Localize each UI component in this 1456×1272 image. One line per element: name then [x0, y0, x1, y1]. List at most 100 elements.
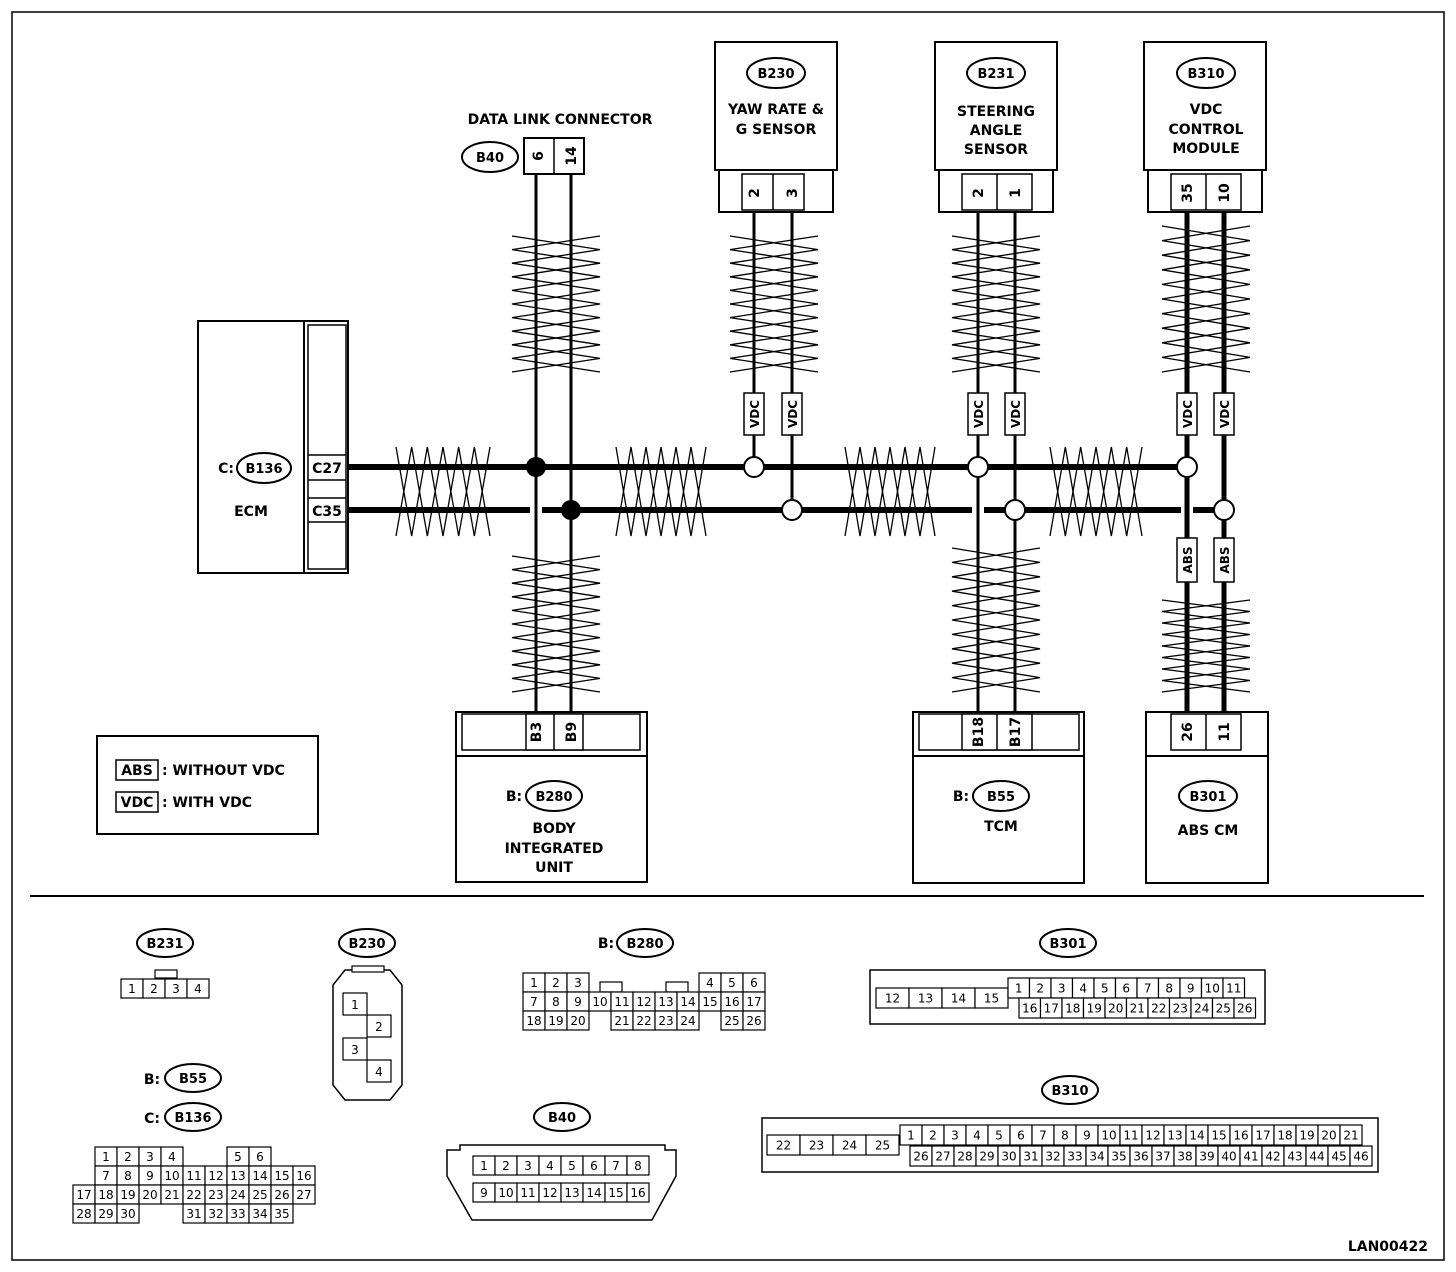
splice-steer-high [967, 456, 989, 478]
abs-name: ABS CM [1178, 823, 1239, 839]
tag-abs-11: ABS [1218, 546, 1232, 573]
conn-b310-pin-35: 35 [1111, 1150, 1126, 1164]
conn-b310-code: B310 [1051, 1084, 1088, 1099]
conn-b231-pin-3: 3 [172, 982, 180, 996]
conn-b55-pin-5: 5 [234, 1150, 242, 1164]
vdc-pin-10: 10 [1217, 183, 1233, 203]
conn-b301-pin-3: 3 [1058, 982, 1066, 996]
steer-code: B231 [977, 67, 1014, 82]
tag-vdc-vdc-10: VDC [1218, 400, 1232, 428]
wire-tag-labels: VDC VDC VDC VDC VDC VDC ABS ABS [748, 400, 1232, 574]
conn-b55-pin-34: 34 [252, 1207, 267, 1221]
conn-b280-pin-5: 5 [728, 976, 736, 990]
conn-b301-pin-1: 1 [1015, 982, 1023, 996]
abs-code: B301 [1189, 790, 1226, 805]
conn-b310-pin-38: 38 [1177, 1150, 1192, 1164]
conn-b280-pin-2: 2 [552, 976, 560, 990]
conn-b55-pin-4: 4 [168, 1150, 176, 1164]
conn-b310-pin-29: 29 [979, 1150, 994, 1164]
body-code-oval [525, 780, 583, 812]
conn-b310-pin-8: 8 [1061, 1129, 1069, 1143]
connector-pin-cell [865, 1134, 900, 1156]
connector-pin-cell [1339, 1124, 1363, 1146]
conn-b310-pin-30: 30 [1001, 1150, 1016, 1164]
abs-control-module: 26 11 B301 ABS CM [1145, 711, 1269, 884]
conn-b310-pin-3: 3 [951, 1129, 959, 1143]
conn-b55-pin-9: 9 [146, 1169, 154, 1183]
conn-b280-pin-26: 26 [746, 1014, 761, 1028]
conn-b40-pin-8: 8 [634, 1159, 642, 1173]
conn-b280-code: B280 [626, 937, 663, 952]
connector-pin-cell [626, 1155, 650, 1176]
conn-b40-code: B40 [548, 1111, 576, 1126]
conn-b310-pin-10: 10 [1101, 1129, 1116, 1143]
tag-abs-26: ABS [1181, 546, 1195, 573]
data-link-pin-6: 6 [531, 151, 547, 161]
conn-b301-pin-25: 25 [1216, 1002, 1231, 1016]
conn-b40-pin-15: 15 [608, 1186, 623, 1200]
abs-code-oval [1178, 780, 1238, 812]
conn-b310-pin-17: 17 [1255, 1129, 1270, 1143]
conn-b301-pin-8: 8 [1165, 982, 1173, 996]
conn-b310-pin-31: 31 [1023, 1150, 1038, 1164]
conn-b310-pin-5: 5 [995, 1129, 1003, 1143]
conn-b310-pin-11: 11 [1123, 1129, 1138, 1143]
yaw-code-oval [746, 57, 806, 89]
conn-b301-pin-24: 24 [1194, 1002, 1209, 1016]
conn-b40-pin-1: 1 [480, 1159, 488, 1173]
conn-b310-pin-37: 37 [1155, 1150, 1170, 1164]
tcm-prefix: B: [953, 789, 969, 805]
diagram-code: LAN00422 [1348, 1239, 1428, 1255]
yaw-name-2: G SENSOR [736, 122, 817, 138]
connector-b230: B230 1 2 3 4 [332, 928, 403, 1101]
conn-b55-pin-16: 16 [296, 1169, 311, 1183]
conn-b280-pin-14: 14 [680, 995, 695, 1009]
conn-b55-pin-10: 10 [164, 1169, 179, 1183]
conn-b280-pin-3: 3 [574, 976, 582, 990]
conn-b136-prefix: C: [144, 1111, 160, 1127]
conn-b310-pin-46: 46 [1353, 1150, 1368, 1164]
conn-b40-pin-14: 14 [586, 1186, 601, 1200]
vdc-control-module: B310 VDC CONTROL MODULE 35 10 [1143, 41, 1267, 213]
conn-b310-pin-13: 13 [1167, 1129, 1182, 1143]
conn-b310-pin-16: 16 [1233, 1129, 1248, 1143]
body-pin-b9: B9 [564, 722, 580, 742]
conn-b55-prefix: B: [144, 1072, 160, 1088]
legend-text-abs: : WITHOUT VDC [162, 763, 285, 779]
conn-b55-pin-2: 2 [124, 1150, 132, 1164]
conn-b310-pin-44: 44 [1309, 1150, 1324, 1164]
connector-pin-cell [742, 1010, 766, 1031]
vdc-name-3: MODULE [1172, 141, 1239, 157]
conn-b55-pin-29: 29 [98, 1207, 113, 1221]
conn-b55-pin-15: 15 [274, 1169, 289, 1183]
wires [348, 175, 1227, 712]
tag-vdc-yaw-2: VDC [748, 400, 762, 428]
conn-b55-pin-21: 21 [164, 1188, 179, 1202]
connector-pin-cell [270, 1203, 294, 1224]
conn-b310-pin-39: 39 [1199, 1150, 1214, 1164]
yaw-name-1: YAW RATE & [727, 102, 824, 118]
yaw-rate-sensor: B230 YAW RATE & G SENSOR 2 3 [714, 41, 838, 213]
conn-b310-pin-21: 21 [1343, 1129, 1358, 1143]
splice-yaw-low [781, 499, 803, 521]
conn-b310-pin-26: 26 [913, 1150, 928, 1164]
conn-b310-pin-20: 20 [1321, 1129, 1336, 1143]
conn-b55-pin-7: 7 [102, 1169, 110, 1183]
conn-b55-pin-32: 32 [208, 1207, 223, 1221]
conn-b280-prefix: B: [598, 936, 614, 952]
conn-b40-pin-5: 5 [568, 1159, 576, 1173]
conn-b231-pin-4: 4 [194, 982, 202, 996]
body-name-3: UNIT [535, 860, 573, 876]
connector-pin-cell [186, 978, 210, 999]
conn-b310-pin-27: 27 [935, 1150, 950, 1164]
conn-b40-pin-11: 11 [520, 1186, 535, 1200]
legend: ABS : WITHOUT VDC VDC : WITH VDC [96, 735, 319, 835]
body-code: B280 [535, 790, 572, 805]
tcm-code: B55 [987, 790, 1015, 805]
legend-tag-vdc: VDC [121, 795, 154, 811]
